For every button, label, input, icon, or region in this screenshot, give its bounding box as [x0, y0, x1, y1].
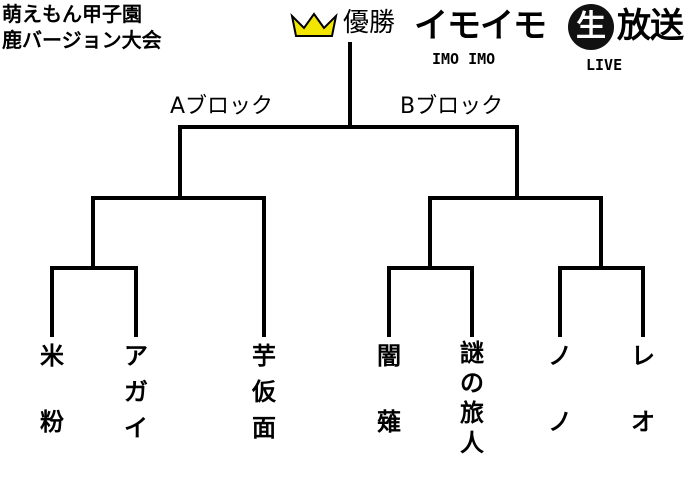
logo-live-badge: 生	[568, 4, 614, 50]
logo-title: イモイモ	[414, 6, 547, 46]
entrant-3-char: 面	[252, 414, 276, 442]
logo-live-label: LIVE	[586, 56, 623, 74]
entrant-7: レ オ	[623, 338, 663, 440]
entrant-5-char: 謎	[460, 339, 484, 367]
champion-label: 優勝	[343, 8, 396, 38]
entrant-3-char: 芋	[252, 342, 276, 370]
entrant-4-char: 闇	[377, 342, 401, 370]
entrant-2: ア ガ イ	[116, 338, 156, 446]
tournament-title-line1: 萌えもん甲子園	[2, 2, 142, 26]
entrant-5-char: の	[460, 369, 484, 397]
entrant-3: 芋 仮 面	[244, 338, 284, 446]
entrant-7-char: オ	[631, 408, 655, 436]
entrant-5: 謎 の 旅 人	[452, 338, 492, 458]
entrant-6-char: ノ	[548, 342, 572, 370]
entrant-2-char: ガ	[124, 378, 148, 406]
block-b-label: Bブロック	[400, 94, 504, 119]
entrant-4: 闇 薙	[369, 338, 409, 440]
entrant-2-char: イ	[124, 414, 148, 442]
entrant-5-char: 人	[460, 429, 484, 457]
entrant-1: 米 粉	[32, 338, 72, 440]
logo-title-tail: 放送	[617, 6, 684, 46]
block-a-label: Aブロック	[170, 94, 274, 119]
entrant-7-char: レ	[631, 342, 655, 370]
entrant-2-char: ア	[124, 342, 148, 370]
logo-subtitle: IMO IMO	[432, 50, 496, 68]
entrant-1-char: 米	[40, 342, 64, 370]
crown-icon	[290, 12, 338, 37]
entrant-6-char: ノ	[548, 408, 572, 436]
entrant-5-char: 旅	[460, 399, 484, 427]
entrant-6: ノ ノ	[540, 338, 580, 440]
entrant-4-char: 薙	[377, 408, 401, 436]
tournament-title-line2: 鹿バージョン大会	[2, 28, 162, 52]
entrant-1-char: 粉	[40, 408, 64, 436]
entrant-3-char: 仮	[252, 378, 276, 406]
